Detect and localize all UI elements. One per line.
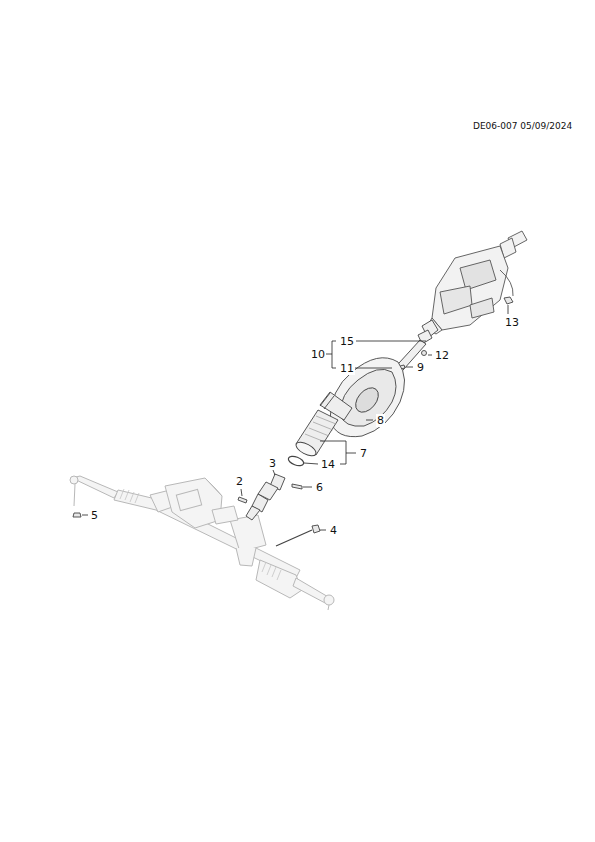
fasteners (73, 351, 427, 518)
callout-number: 3 (268, 457, 277, 470)
boot-ribs (305, 416, 336, 442)
steering-rack (70, 476, 334, 610)
dash-seal-plate (330, 358, 405, 437)
callout-number: 4 (329, 524, 338, 537)
universal-joint (246, 474, 285, 520)
leader-lines (82, 305, 508, 530)
callout-number: 2 (235, 475, 244, 488)
callout-number: 7 (359, 447, 368, 460)
callout-number: 14 (320, 458, 336, 471)
callout-number: 11 (339, 362, 355, 375)
callout-number: 5 (90, 509, 99, 522)
callout-number: 12 (434, 349, 450, 362)
nut-13 (504, 297, 513, 304)
ring-14 (287, 455, 305, 468)
callout-number: 15 (339, 335, 355, 348)
column-boot (294, 392, 352, 459)
callout-number: 6 (315, 481, 324, 494)
callout-number: 13 (504, 316, 520, 329)
rack-boot-ribs (120, 489, 281, 580)
callout-number: 9 (416, 361, 425, 374)
bolt-4 (276, 525, 320, 546)
steering-column (426, 231, 527, 334)
callout-number: 10 (310, 348, 326, 361)
callout-number: 8 (376, 414, 385, 427)
drawing-reference: DE06-007 05/09/2024 (472, 121, 573, 132)
